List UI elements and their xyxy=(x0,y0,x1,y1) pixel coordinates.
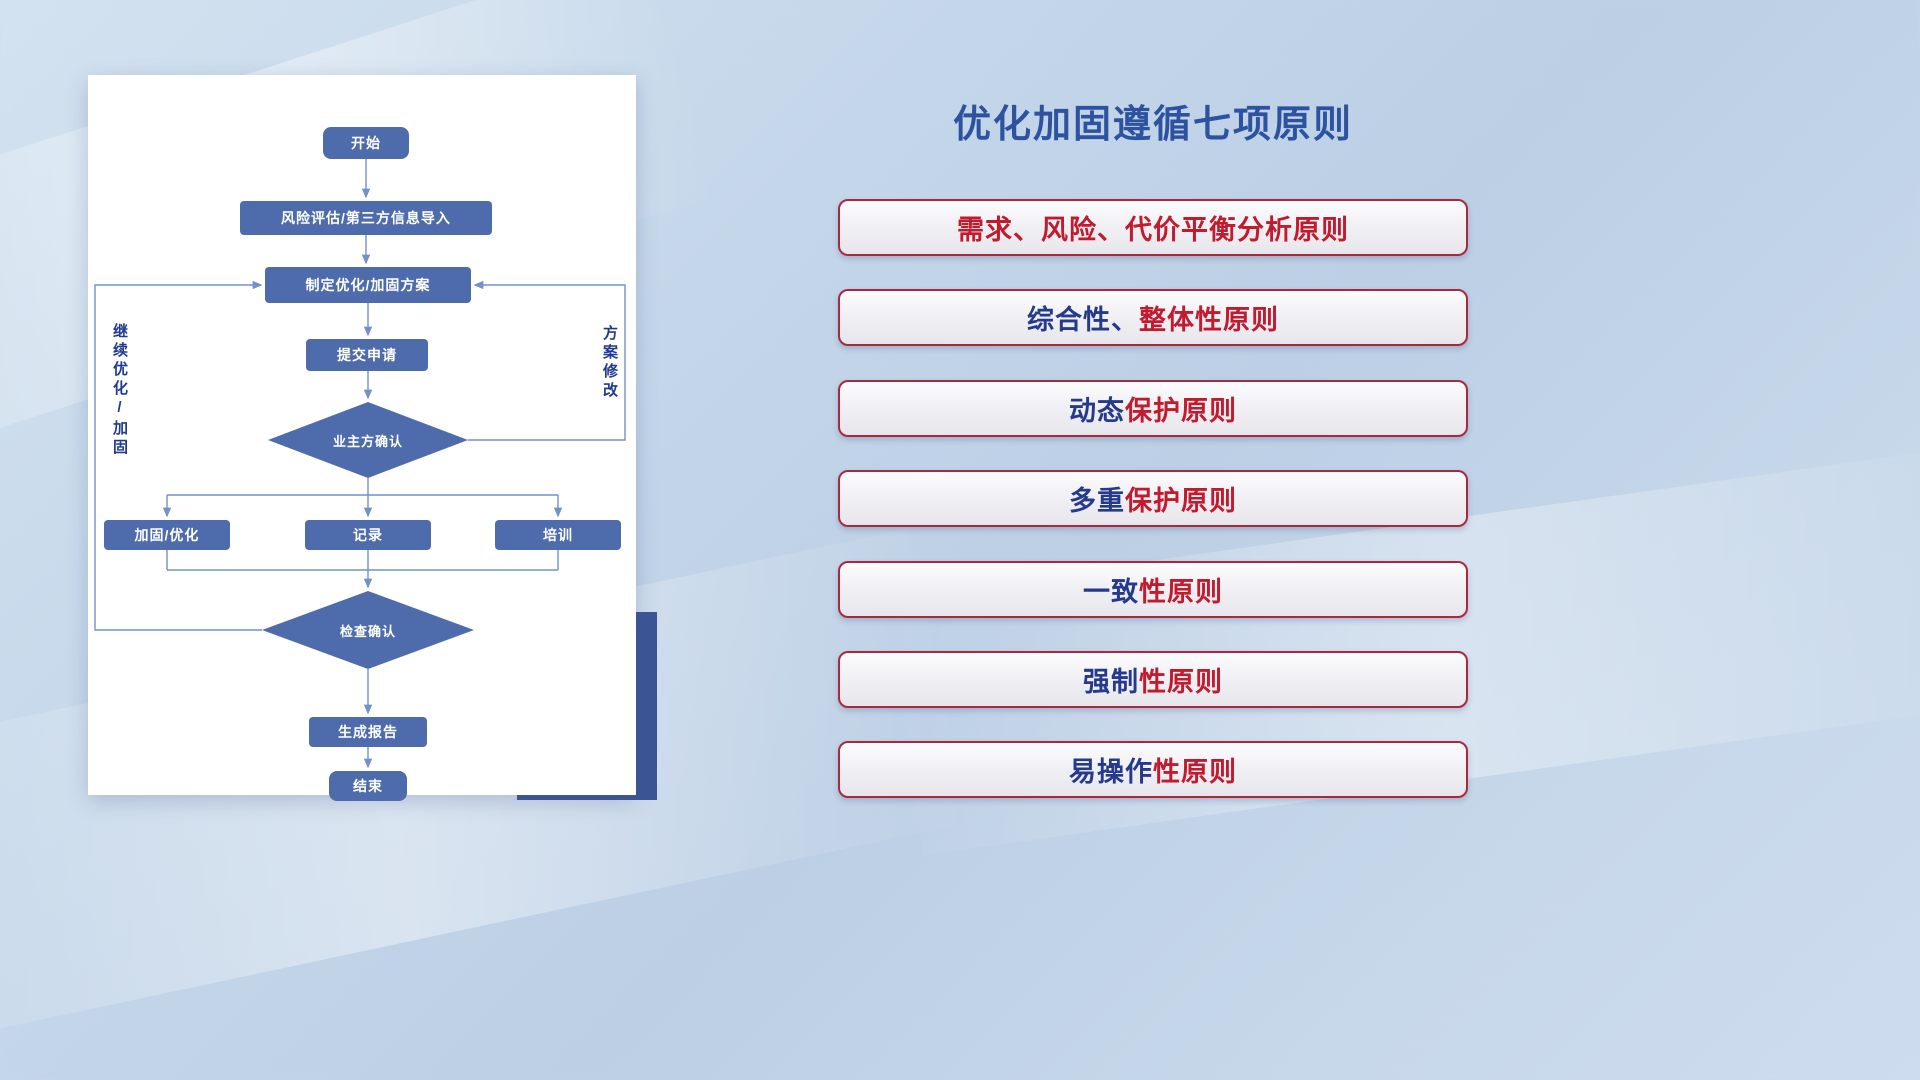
principle-text-blue: 多重 xyxy=(1069,486,1125,516)
flow-node-make-plan: 制定优化/加固方案 xyxy=(265,267,471,303)
principle-text-red: 保护原则 xyxy=(1125,396,1237,426)
flow-node-risk-import: 风险评估/第三方信息导入 xyxy=(240,201,492,235)
principle-text-red: 整体性原则 xyxy=(1139,305,1279,335)
principle-pill-3: 动态 保护原则 xyxy=(838,380,1468,437)
principle-text-blue: 强制 xyxy=(1083,667,1139,697)
principle-pill-6: 强制 性原则 xyxy=(838,651,1468,708)
principle-text-blue: 一致 xyxy=(1083,577,1139,607)
principle-text-blue: 易操作 xyxy=(1069,757,1153,787)
principle-text-red: 性原则 xyxy=(1139,667,1223,697)
flow-node-generate-report: 生成报告 xyxy=(309,717,427,747)
flow-node-harden-optimize: 加固/优化 xyxy=(104,520,230,550)
principle-text-red: 需求、风险、代价平衡分析原则 xyxy=(957,215,1349,245)
principle-pill-1: 需求、风险、代价平衡分析原则 xyxy=(838,199,1468,256)
edge-label-plan-revise: 方案修改 xyxy=(601,325,618,401)
principle-pill-2: 综合性、 整体性原则 xyxy=(838,289,1468,346)
principle-text-red: 性原则 xyxy=(1153,757,1237,787)
page-title: 优化加固遵循七项原则 xyxy=(952,104,1353,146)
principle-text-blue: 动态 xyxy=(1069,396,1125,426)
edge-label-continue-optimize: 继续优化/加固 xyxy=(111,323,128,458)
principle-text-blue: 综合性、 xyxy=(1027,305,1139,335)
principle-text-red: 性原则 xyxy=(1139,577,1223,607)
principle-pill-5: 一致 性原则 xyxy=(838,561,1468,618)
flowchart-card: 开始 风险评估/第三方信息导入 制定优化/加固方案 提交申请 业主方确认 加固/… xyxy=(88,75,636,801)
principle-pill-4: 多重 保护原则 xyxy=(838,470,1468,527)
flow-node-end: 结束 xyxy=(329,771,407,801)
flow-node-record: 记录 xyxy=(305,520,431,550)
flow-node-start: 开始 xyxy=(323,127,409,159)
principle-text-red: 保护原则 xyxy=(1125,486,1237,516)
flow-node-submit-application: 提交申请 xyxy=(306,339,428,371)
principle-pill-7: 易操作 性原则 xyxy=(838,741,1468,798)
flow-node-training: 培训 xyxy=(495,520,621,550)
flowchart-connectors xyxy=(94,159,626,769)
